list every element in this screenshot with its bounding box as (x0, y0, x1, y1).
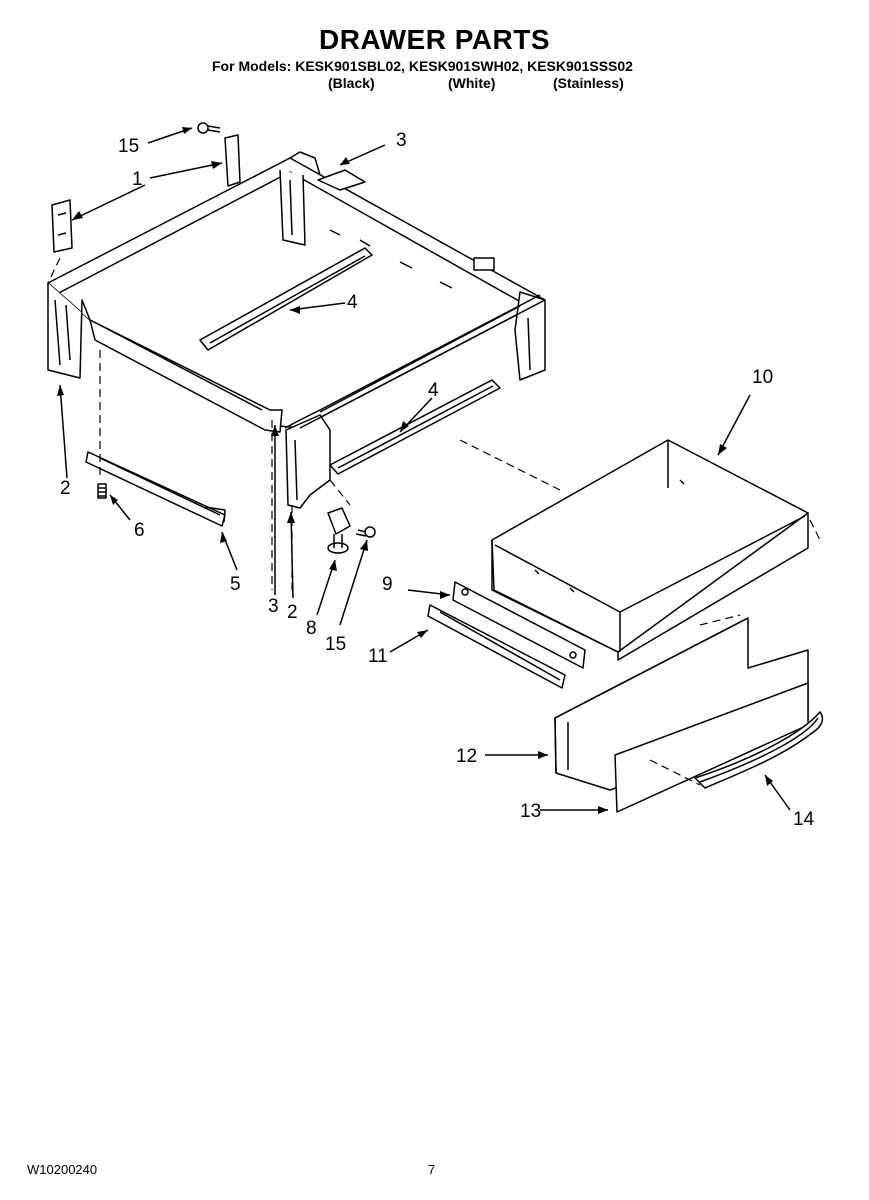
slide-rail-lower (329, 379, 501, 475)
document-number: W10200240 (27, 1162, 98, 1177)
arrowheads (57, 127, 773, 814)
finish-white: (White) (448, 75, 496, 91)
screw-part-6 (97, 483, 107, 499)
callout-4-upper: 4 (347, 292, 358, 313)
callout-3-bottom: 3 (268, 596, 279, 617)
callout-11: 11 (368, 646, 388, 667)
bracket-part-1 (51, 134, 241, 253)
callout-10: 10 (752, 367, 773, 388)
callout-12: 12 (456, 746, 477, 767)
callout-14: 14 (793, 809, 815, 830)
leader-lines (59, 127, 791, 811)
bracket-part-5 (85, 451, 226, 527)
callout-8: 8 (306, 618, 317, 639)
finish-black: (Black) (328, 75, 375, 91)
finish-stainless: (Stainless) (553, 75, 624, 91)
callout-4-lower: 4 (428, 380, 439, 401)
callout-9: 9 (382, 574, 393, 595)
callout-15-bottom: 15 (325, 634, 346, 655)
frame-assembly (47, 151, 546, 509)
front-bracket-part-9 (452, 581, 586, 669)
callout-1: 1 (132, 169, 143, 190)
callout-5: 5 (230, 574, 241, 595)
callout-3-top: 3 (396, 130, 407, 151)
drawer-front-part-12 (554, 617, 809, 791)
callout-6: 6 (134, 520, 145, 541)
callout-13: 13 (520, 801, 541, 822)
screw-part-15 (197, 122, 376, 538)
callout-2-left: 2 (60, 478, 71, 499)
callout-labels: 15 1 3 4 4 2 6 5 3 2 8 15 10 9 11 12 13 … (60, 130, 815, 830)
drawer-box-part-10 (491, 439, 809, 661)
models-line: For Models: KESK901SBL02, KESK901SWH02, … (212, 58, 633, 74)
handle-part-14 (694, 711, 824, 789)
callout-15-top: 15 (118, 136, 139, 157)
slide-rail-upper (199, 247, 373, 351)
leveler-part-8 (327, 507, 351, 554)
callout-2-right: 2 (287, 602, 298, 623)
page-title: DRAWER PARTS (318, 24, 551, 55)
page-number: 7 (428, 1162, 436, 1177)
slide-part-11 (427, 604, 566, 689)
